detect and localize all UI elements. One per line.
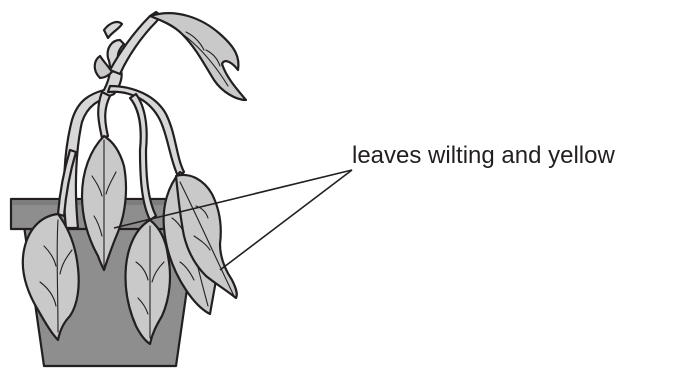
leaf-top-drooping	[148, 12, 248, 102]
branch-left	[97, 90, 112, 140]
leaf-far-right	[174, 173, 238, 300]
branch-right	[106, 84, 186, 178]
leaf-center	[124, 218, 172, 346]
plant-stems	[56, 10, 186, 230]
label-pointers	[113, 169, 353, 271]
pointer-line-to-right-leaf	[219, 169, 353, 271]
leaf-upper-small	[93, 54, 114, 80]
branch-lower-left	[56, 148, 78, 218]
pointer-line-to-middle-leaf	[113, 169, 353, 229]
leaves	[21, 12, 248, 346]
branch-far-right	[128, 92, 158, 222]
side-shoot-upper	[102, 20, 124, 40]
leaf-far-left	[21, 212, 80, 342]
leaf-middle-left	[80, 134, 128, 272]
annotation-label: leaves wilting and yellow	[352, 142, 615, 169]
